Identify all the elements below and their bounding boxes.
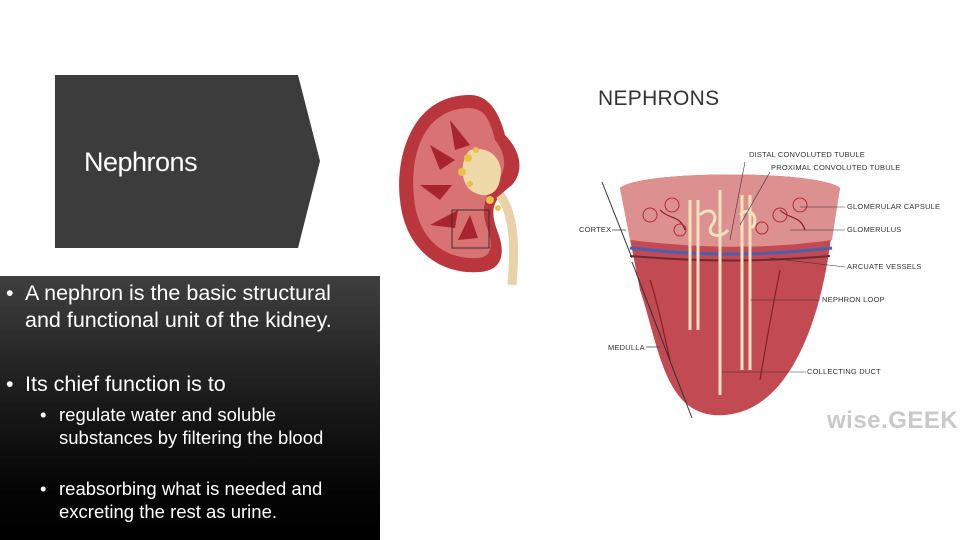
sub-bullet-item: • regulate water and soluble substances … — [40, 404, 324, 448]
label-collecting-duct: COLLECTING DUCT — [807, 367, 881, 376]
slide-title: Nephrons — [84, 147, 198, 177]
bullet-dot-icon: • — [40, 404, 47, 425]
label-glomerular-capsule: GLOMERULAR CAPSULE — [847, 202, 941, 211]
nephron-diagram — [395, 75, 945, 455]
nephron-cone — [601, 161, 846, 419]
label-proximal-tubule: PROXIMAL CONVOLUTED TUBULE — [771, 163, 901, 172]
bullet-item: • A nephron is the basic structural and … — [6, 281, 332, 332]
label-glomerulus: GLOMERULUS — [847, 225, 902, 234]
content-box: • A nephron is the basic structural and … — [0, 276, 380, 540]
figure-title: NEPHRONS — [598, 87, 720, 110]
label-medulla: MEDULLA — [608, 343, 645, 352]
label-arcuate-vessels: ARCUATE VESSELS — [847, 262, 922, 271]
sub-bullet-item: • reabsorbing what is needed and excreti… — [40, 478, 323, 522]
watermark-logo: wise.GEEK — [827, 407, 959, 434]
label-nephron-loop: NEPHRON LOOP — [822, 295, 885, 304]
bullet-dot-icon: • — [40, 478, 47, 499]
label-distal-tubule: DISTAL CONVOLUTED TUBULE — [749, 150, 865, 159]
bullet-dot-icon: • — [6, 372, 14, 396]
bullet-dot-icon: • — [6, 281, 14, 305]
title-banner — [55, 75, 320, 248]
bullet-item: • Its chief function is to — [6, 372, 226, 396]
kidney-illustration — [399, 95, 520, 286]
label-cortex: CORTEX — [579, 225, 612, 234]
